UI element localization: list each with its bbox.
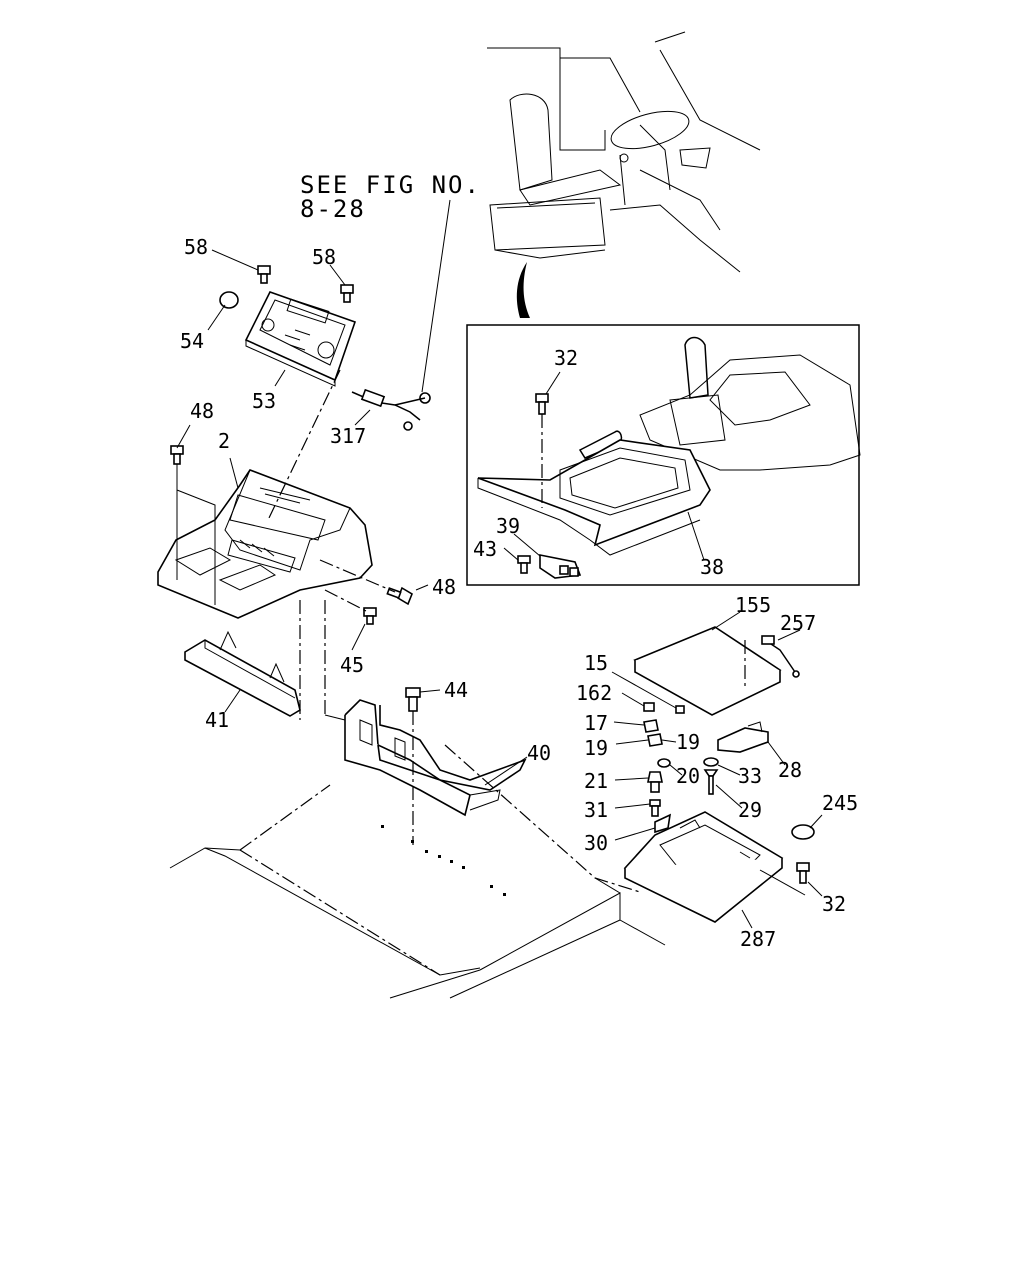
bolt-58-right xyxy=(340,284,354,303)
floor-holes xyxy=(381,825,506,896)
callout-19: 19 xyxy=(584,736,608,760)
callout-40: 40 xyxy=(527,741,551,765)
callout-28: 28 xyxy=(778,758,802,782)
callout-48: 48 xyxy=(190,399,214,423)
bolt-44 xyxy=(405,687,421,712)
part-162 xyxy=(643,702,655,712)
washer-33 xyxy=(703,757,719,767)
clip-39 xyxy=(539,554,582,579)
storage-box-287 xyxy=(623,811,784,923)
callout-41: 41 xyxy=(205,708,229,732)
part-19 xyxy=(647,733,663,747)
callout-58: 58 xyxy=(184,235,208,259)
washer-20 xyxy=(657,758,671,768)
callout-53: 53 xyxy=(252,389,276,413)
callout-45: 45 xyxy=(340,653,364,677)
callout-317: 317 xyxy=(330,424,366,448)
hinge-28 xyxy=(717,721,769,753)
center-console-2 xyxy=(157,469,373,619)
floor-outline xyxy=(169,744,666,999)
bolt-32-lower xyxy=(796,862,810,884)
callout-19: 19 xyxy=(676,730,700,754)
bolt-32-inset xyxy=(535,393,549,415)
cap-54 xyxy=(219,291,239,309)
bolt-45 xyxy=(363,607,377,625)
reference-note-line1: SEE FIG NO. xyxy=(300,171,481,199)
callout-162: 162 xyxy=(576,681,612,705)
callout-44: 44 xyxy=(444,678,468,702)
callout-15: 15 xyxy=(584,651,608,675)
leader-lines xyxy=(176,249,823,929)
callout-48: 48 xyxy=(432,575,456,599)
screw-29 xyxy=(703,769,719,795)
callout-30: 30 xyxy=(584,831,608,855)
callout-287: 287 xyxy=(740,927,776,951)
callout-257: 257 xyxy=(780,611,816,635)
part-17 xyxy=(643,719,659,733)
cab-interior-illustration xyxy=(487,31,761,273)
wire-harness-317 xyxy=(351,388,431,431)
callout-21: 21 xyxy=(584,769,608,793)
bolt-58-left xyxy=(257,265,271,284)
rivet-21 xyxy=(647,771,663,793)
reference-note-line2: 8-28 xyxy=(300,195,366,223)
callout-43: 43 xyxy=(473,537,497,561)
mount-bracket-40 xyxy=(344,699,527,817)
indicator-arrow xyxy=(516,262,530,318)
clip-15 xyxy=(675,705,685,714)
callout-17: 17 xyxy=(584,711,608,735)
inset-shift-console xyxy=(477,336,861,556)
screw-31 xyxy=(649,799,661,817)
bolt-48-upper xyxy=(170,445,184,465)
callout-54: 54 xyxy=(180,329,204,353)
callout-33: 33 xyxy=(738,764,762,788)
control-panel-53 xyxy=(244,291,357,387)
callout-32: 32 xyxy=(822,892,846,916)
callout-2: 2 xyxy=(218,429,230,453)
callout-20: 20 xyxy=(676,764,700,788)
callout-32: 32 xyxy=(554,346,578,370)
callout-29: 29 xyxy=(738,798,762,822)
callout-58: 58 xyxy=(312,245,336,269)
wire-257 xyxy=(761,635,800,678)
hinge-30 xyxy=(654,813,672,834)
console-lid-155 xyxy=(633,626,782,716)
callout-31: 31 xyxy=(584,798,608,822)
callout-245: 245 xyxy=(822,791,858,815)
callout-39: 39 xyxy=(496,514,520,538)
callout-38: 38 xyxy=(700,555,724,579)
screw-43 xyxy=(517,555,531,574)
callout-155: 155 xyxy=(735,593,771,617)
bolt-48-side xyxy=(386,586,413,606)
bracket-41 xyxy=(184,630,301,717)
cap-245 xyxy=(791,824,815,840)
